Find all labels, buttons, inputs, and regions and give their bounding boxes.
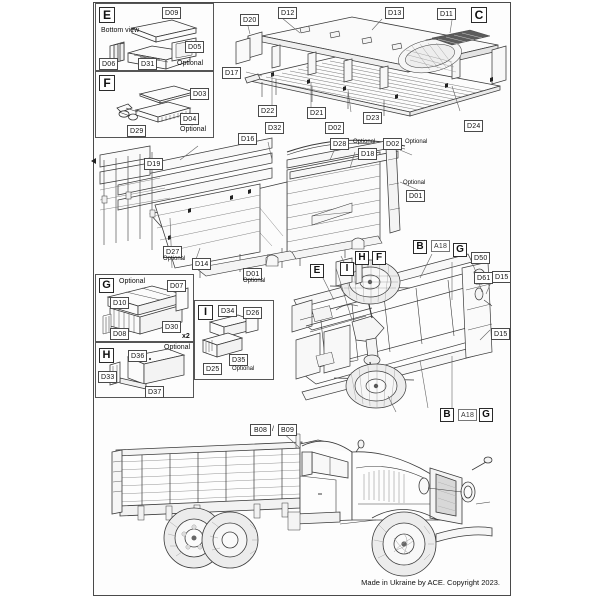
panel-key-H: H [99, 348, 114, 363]
part-label-D15-lower: D15 [491, 328, 511, 340]
part-label-D50: D50 [471, 252, 491, 264]
chassis-key-F: F [372, 251, 386, 265]
part-label-D02-right: D02 [383, 138, 403, 150]
part-label-D21: D21 [307, 107, 327, 119]
d02-optional-note: Optional [405, 139, 428, 145]
part-label-D04: D04 [180, 113, 200, 125]
part-label-D36: D36 [128, 350, 148, 362]
part-label-D37: D37 [145, 386, 165, 398]
part-label-D22: D22 [258, 105, 278, 117]
part-label-D26: D26 [243, 307, 263, 319]
panel-key-E: E [99, 7, 115, 23]
panel-H-optional-note: Optional [164, 344, 191, 351]
part-label-D15-upper: D15 [492, 271, 512, 283]
part-label-D06: D06 [99, 58, 119, 70]
callout-B08-B09: B08 [250, 424, 272, 436]
panel-I-optional-note: Optional [232, 366, 255, 372]
panel-F-optional-note: Optional [180, 126, 207, 133]
chassis-key-H: H [355, 251, 369, 265]
d01-left-optional-note: Optional [243, 278, 266, 284]
part-label-D35: D35 [229, 354, 249, 366]
part-label-D13: D13 [385, 7, 405, 19]
panel-G-quantity: x2 [182, 333, 190, 340]
assembly-key-C: C [471, 7, 487, 23]
part-label-D09: D09 [162, 7, 182, 19]
part-label-D24: D24 [464, 120, 484, 132]
panel-G-optional-note: Optional [119, 278, 146, 285]
part-label-D23: D23 [363, 112, 383, 124]
callout-B09: B09 [278, 424, 298, 436]
part-label-D61: D61 [474, 272, 494, 284]
part-label-D08: D08 [110, 328, 130, 340]
panel-key-G: G [99, 278, 114, 293]
part-label-A18-bottom: A18 [458, 409, 478, 421]
chassis-key-B-bottom: B [440, 408, 454, 422]
part-label-D05: D05 [185, 41, 205, 53]
callout-separator: / [272, 426, 274, 433]
chassis-key-B-top: B [413, 240, 427, 254]
part-label-D19: D19 [144, 158, 164, 170]
part-label-D20: D20 [240, 14, 260, 26]
part-label-D01-left: D01 [243, 268, 263, 280]
part-label-D32: D32 [265, 122, 285, 134]
part-label-D16: D16 [238, 133, 258, 145]
panel-key-I: I [198, 305, 213, 320]
panel-E-optional-note: Optional [177, 60, 204, 67]
part-label-D17: D17 [222, 67, 242, 79]
part-label-D34: D34 [218, 305, 238, 317]
part-label-D25: D25 [203, 363, 223, 375]
part-label-D33: D33 [98, 371, 118, 383]
part-label-D01-right: D01 [406, 190, 426, 202]
chassis-key-I: I [340, 262, 354, 276]
part-label-A18-top: A18 [431, 240, 451, 252]
chassis-key-E: E [310, 264, 324, 278]
part-label-D02-top: D02 [325, 122, 345, 134]
part-label-D28: D28 [330, 138, 350, 150]
panel-key-F: F [99, 75, 115, 91]
panel-E-bottom-view-note: Bottom view [101, 27, 140, 34]
part-label-D30: D30 [162, 321, 182, 333]
copyright-footer: Made in Ukraine by ACE. Copyright 2023. [250, 578, 500, 587]
part-label-D29: D29 [127, 125, 147, 137]
part-label-D18: D18 [358, 148, 378, 160]
callout-B08-text: B08 [254, 426, 268, 434]
d28-optional-note: Optional [353, 139, 376, 145]
copyright-text: Made in Ukraine by ACE. Copyright 2023. [361, 578, 500, 587]
part-label-D27: D27 [163, 246, 183, 258]
part-label-D14: D14 [192, 258, 212, 270]
part-label-D03: D03 [190, 88, 210, 100]
part-label-D12: D12 [278, 7, 298, 19]
part-label-D10: D10 [110, 297, 130, 309]
d27-optional-note: Optional [163, 256, 186, 262]
part-label-D07: D07 [167, 280, 187, 292]
part-label-D11: D11 [437, 8, 456, 20]
d01-optional-note: Optional [403, 180, 426, 186]
chassis-key-G-top: G [453, 243, 467, 257]
chassis-key-G-bottom: G [479, 408, 493, 422]
part-label-D31: D31 [138, 58, 158, 70]
